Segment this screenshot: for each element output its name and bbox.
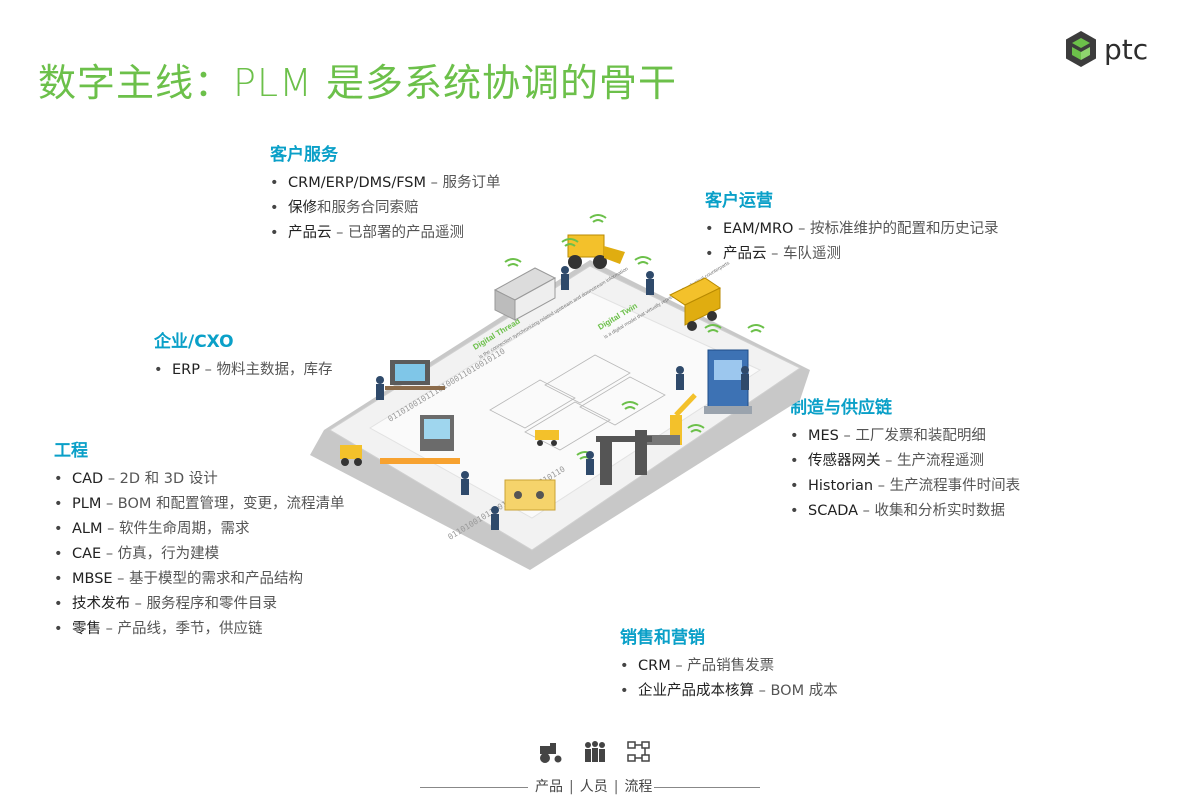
footer-divider-left <box>420 787 528 788</box>
ptc-hex-icon <box>1066 31 1096 67</box>
list-item: •MES – 工厂发票和装配明细 <box>790 428 986 444</box>
platform-inner <box>369 291 762 519</box>
list-item: •零售 – 产品线，季节，供应链 <box>54 621 263 637</box>
section-engineering: 工程 •CAD – 2D 和 3D 设计 •PLM – BOM 和配置管理，变更… <box>54 436 345 642</box>
engineer-workstation-icon <box>380 415 460 464</box>
section-sales: 销售和营销 •CRM – 产品销售发票 •企业产品成本核算 – BOM 成本 <box>620 623 838 704</box>
list-item: •Historian – 生产流程事件时间表 <box>790 478 1021 494</box>
list-item: •MBSE – 基于模型的需求和产品结构 <box>54 571 304 587</box>
section-manufacturing: 制造与供应链 •MES – 工厂发票和装配明细 •传感器网关 – 生产流程遥测 … <box>790 393 1020 524</box>
small-truck-icon <box>535 430 559 446</box>
section-title: 制造与供应链 <box>790 398 892 418</box>
ptc-logo: ptc <box>1064 30 1148 68</box>
section-title: 客户服务 <box>270 145 338 165</box>
section-enterprise: 企业/CXO •ERP – 物料主数据，库存 <box>154 327 332 383</box>
footer: 产品|人员|流程 <box>420 740 760 800</box>
people-icon <box>582 740 608 764</box>
tractor-icon <box>538 740 564 764</box>
dump-truck-icon <box>668 277 722 331</box>
design-review-icon <box>504 479 556 511</box>
list-item: •SCADA – 收集和分析实时数据 <box>790 503 1006 519</box>
footer-process: 流程 <box>624 779 653 795</box>
brand-name: ptc <box>1104 32 1149 66</box>
list-item: •CAD – 2D 和 3D 设计 <box>54 471 218 487</box>
wifi-icon <box>504 214 765 460</box>
list-item: •保修和服务合同索赔 <box>270 200 419 216</box>
section-title: 企业/CXO <box>154 332 234 352</box>
person-icon <box>376 266 749 530</box>
page-title: 数字主线：PLM 是多系统协调的骨干 <box>38 61 677 105</box>
list-item: •CRM/ERP/DMS/FSM – 服务订单 <box>270 175 501 191</box>
robot-arm-icon <box>640 393 697 445</box>
section-title: 工程 <box>54 441 88 461</box>
list-item: •产品云 – 已部署的产品遥测 <box>270 225 464 241</box>
list-item: •技术发布 – 服务程序和零件目录 <box>54 596 277 612</box>
list-item: •ALM – 软件生命周期，需求 <box>54 521 250 537</box>
section-customer-ops: 客户运营 •EAM/MRO – 按标准维护的配置和历史记录 •产品云 – 车队遥… <box>705 186 998 267</box>
footer-product: 产品 <box>535 779 563 795</box>
list-item: •EAM/MRO – 按标准维护的配置和历史记录 <box>705 221 999 237</box>
list-item: •CAE – 仿真，行为建模 <box>54 546 220 562</box>
model-grid <box>489 354 666 451</box>
mini-loader-icon <box>340 445 362 466</box>
list-item: •产品云 – 车队遥测 <box>705 246 841 262</box>
section-customer-service: 客户服务 •CRM/ERP/DMS/FSM – 服务订单 •保修和服务合同索赔 … <box>270 140 501 246</box>
list-item: •ERP – 物料主数据，库存 <box>154 362 333 378</box>
section-title: 客户运营 <box>705 191 773 211</box>
assembly-station-icon <box>596 430 652 485</box>
list-item: •传感器网关 – 生产流程遥测 <box>790 453 984 469</box>
digital-thread-illustration: 0110100101110100011010010110 01101001011… <box>310 214 810 570</box>
footer-people: 人员 <box>579 779 608 795</box>
engineer-desk-icon <box>385 360 445 390</box>
list-item: •企业产品成本核算 – BOM 成本 <box>620 683 838 699</box>
footer-labels: 产品|人员|流程 <box>535 779 653 795</box>
repair-truck-icon <box>493 267 557 321</box>
section-title: 销售和营销 <box>620 628 705 648</box>
process-flow-icon <box>626 740 652 764</box>
list-item: •CRM – 产品销售发票 <box>620 658 775 674</box>
list-item: •PLM – BOM 和配置管理，变更，流程清单 <box>54 496 345 512</box>
footer-divider-right <box>654 787 760 788</box>
